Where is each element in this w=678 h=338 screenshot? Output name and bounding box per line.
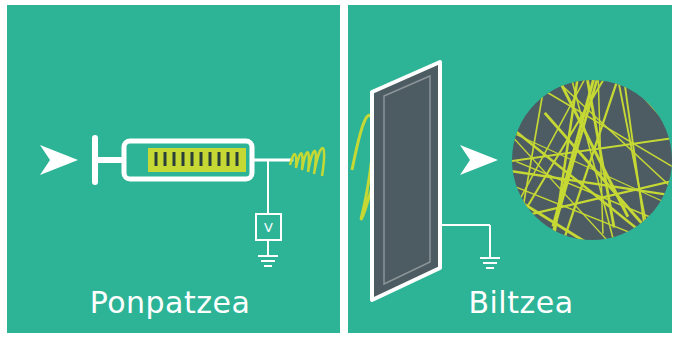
- syringe: [95, 138, 292, 182]
- fiber-strand: [518, 162, 678, 217]
- scale-ticks: [156, 152, 237, 166]
- scale-tick: [200, 152, 203, 166]
- flow-arrow: [460, 145, 498, 175]
- scale-tick: [227, 152, 230, 166]
- fiber-strand: [545, 113, 678, 293]
- flow-arrow: [40, 145, 78, 175]
- fiber-strand: [474, 170, 678, 259]
- left-panel: [7, 5, 340, 333]
- voltage-box: V: [255, 213, 282, 241]
- fiber-strand: [484, 54, 598, 265]
- fiber-strands: [436, 0, 678, 305]
- fiber-strand: [620, 52, 653, 290]
- step-label: Biltzea: [468, 288, 573, 318]
- step-label: Ponpatzea: [90, 288, 251, 318]
- fiber-strand: [550, 75, 678, 239]
- scale-tick: [164, 152, 167, 166]
- scale-tick: [218, 152, 221, 166]
- scale-tick: [155, 152, 158, 166]
- fiber-strand: [452, 136, 678, 170]
- plate-edge: [384, 76, 430, 284]
- collector-plate: [372, 62, 440, 300]
- fiber-strand: [553, 0, 617, 226]
- right-panel: [348, 5, 672, 333]
- fiber-strand: [479, 101, 641, 278]
- scale-tick: [173, 152, 176, 166]
- fiber-strand: [542, 77, 618, 305]
- scale-tick: [191, 152, 194, 166]
- fiber-jet: [290, 148, 324, 176]
- scale-tick: [236, 152, 239, 166]
- fiber-strand: [514, 21, 555, 257]
- fiber-strand: [520, 2, 628, 216]
- syringe-fluid: [148, 148, 246, 172]
- scale-tick: [209, 152, 212, 166]
- ground-wire: [440, 225, 500, 268]
- fiber-strand: [566, 12, 678, 190]
- fiber-strand: [516, 162, 678, 254]
- fiber-strand: [463, 164, 678, 200]
- fiber-strand: [610, 36, 656, 272]
- voltage-label: V: [264, 221, 273, 234]
- scale-tick: [182, 152, 185, 166]
